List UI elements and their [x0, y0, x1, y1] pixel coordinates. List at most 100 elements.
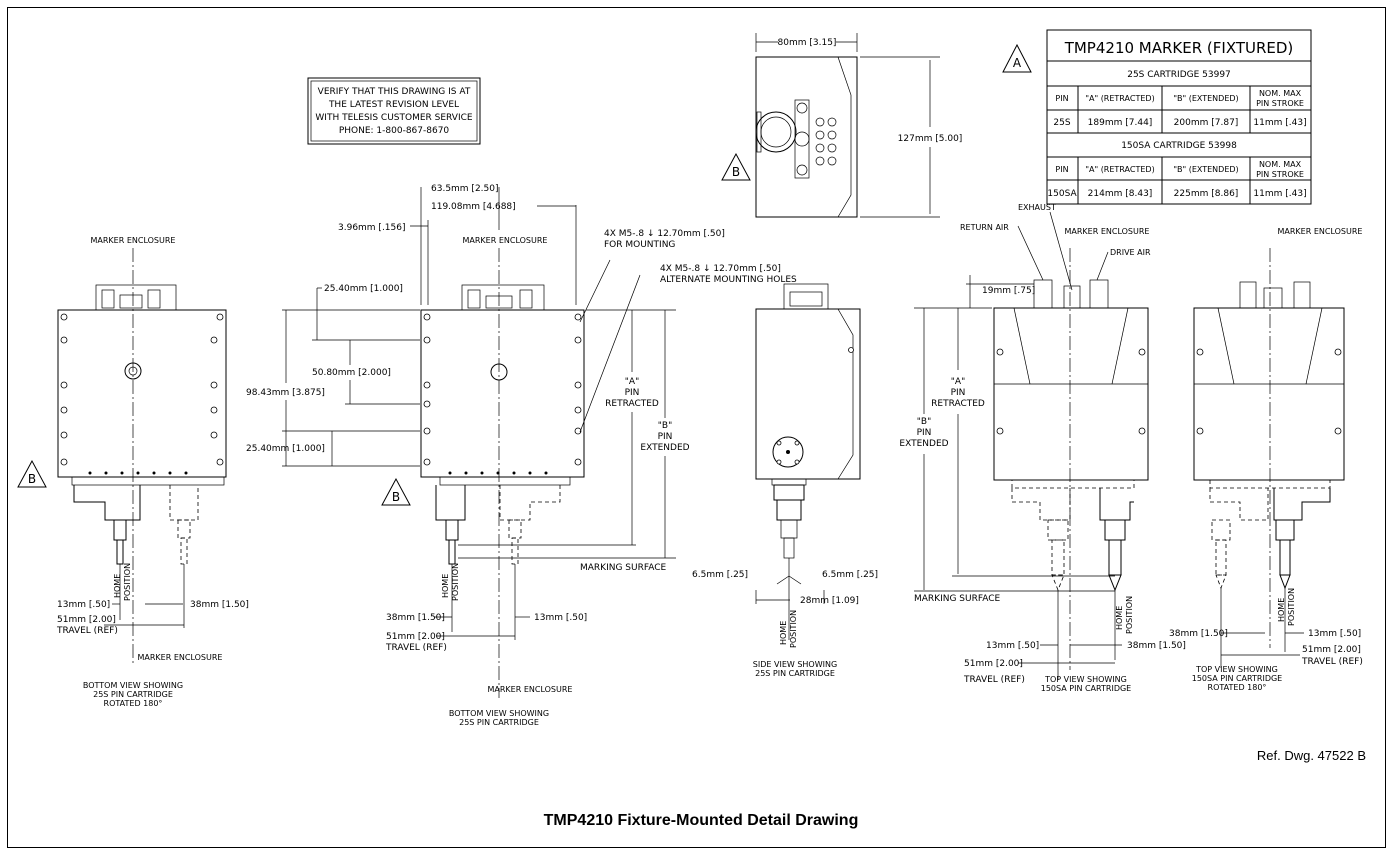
- revision-triangle-b-top: [721, 152, 751, 181]
- v4-marking-surface: MARKING SURFACE: [914, 594, 1000, 604]
- v5-dim-13: 13mm [.50]: [1308, 629, 1361, 639]
- table-row-150sa-stroke: 11mm [.43]: [1253, 189, 1306, 199]
- v1-caption-2: 25S PIN CARTRIDGE: [93, 690, 173, 699]
- v3-dim-65b: 6.5mm [.25]: [822, 570, 878, 580]
- view-top-150sa-rotated: MARKER ENCLOSURE HOME POSITION 38mm [1.5…: [1169, 227, 1363, 692]
- v1-caption-3: ROTATED 180°: [104, 699, 163, 708]
- v4-dim-38: 38mm [1.50]: [1127, 641, 1186, 651]
- v4-a-pin: "A": [951, 377, 965, 387]
- v4-dim-19: 19mm [.75]: [982, 286, 1035, 296]
- table-header-a: "A" (RETRACTED): [1085, 94, 1154, 103]
- v4-drive-air: DRIVE AIR: [1110, 248, 1151, 257]
- table-cartridge-150sa: 150SA CARTRIDGE 53998: [1121, 141, 1237, 151]
- revision-triangle-b-v1: [17, 459, 47, 488]
- v4-caption-2: 150SA PIN CARTRIDGE: [1041, 684, 1131, 693]
- v2-dim-11908: 119.08mm [4.688]: [431, 202, 516, 212]
- table-row-150sa-b: 225mm [8.86]: [1174, 189, 1239, 199]
- view-side: 6.5mm [.25] 6.5mm [.25] 28mm [1.09] HOME…: [692, 283, 878, 678]
- table-row-25s-pin: 25S: [1053, 118, 1070, 128]
- v2-caption-2: 25S PIN CARTRIDGE: [459, 718, 539, 727]
- drawing-title: TMP4210 Fixture-Mounted Detail Drawing: [544, 812, 859, 829]
- v5-centerline-label: MARKER ENCLOSURE: [1278, 227, 1363, 236]
- v4-a-pin-label: PIN: [951, 388, 966, 398]
- v4-travel: TRAVEL (REF): [963, 675, 1025, 685]
- v1-home-label: HOME: [113, 574, 122, 598]
- v4-centerline-label: MARKER ENCLOSURE: [1065, 227, 1150, 236]
- v2-home-label: HOME: [441, 574, 450, 598]
- spec-table: A TMP4210 MARKER (FIXTURED) 25S CARTRIDG…: [1002, 29, 1312, 205]
- table-row-150sa-a: 214mm [8.43]: [1088, 189, 1153, 199]
- v1-dim-13: 13mm [.50]: [57, 600, 110, 610]
- table-cartridge-25s: 25S CARTRIDGE 53997: [1127, 70, 1231, 80]
- table-header-nom-2: NOM. MAX: [1259, 160, 1302, 169]
- v1-travel: TRAVEL (REF): [56, 626, 118, 636]
- v2-marker: B: [392, 490, 400, 504]
- v2-a-pin-label: PIN: [625, 388, 640, 398]
- table-title: TMP4210 MARKER (FIXTURED): [1064, 39, 1294, 57]
- ref-drawing-number: Ref. Dwg. 47522 B: [1257, 748, 1366, 763]
- v1-caption-1: BOTTOM VIEW SHOWING: [83, 681, 183, 690]
- table-header-nom: NOM. MAX: [1259, 89, 1302, 98]
- v2-dim-2540a: 25.40mm [1.000]: [324, 284, 403, 294]
- v2-marking-surface: MARKING SURFACE: [580, 563, 666, 573]
- verify-line-1: VERIFY THAT THIS DRAWING IS AT: [318, 87, 471, 97]
- v4-position-label: POSITION: [1125, 596, 1134, 634]
- table-row-25s-a: 189mm [7.44]: [1088, 118, 1153, 128]
- v4-return-air: RETURN AIR: [960, 223, 1009, 232]
- v1-bottom-centerline-label: MARKER ENCLOSURE: [138, 653, 223, 662]
- v2-bottom-centerline-label: MARKER ENCLOSURE: [488, 685, 573, 694]
- v4-dim-13: 13mm [.50]: [986, 641, 1039, 651]
- v4-retracted: RETRACTED: [931, 399, 985, 409]
- v2-a-pin: "A": [625, 377, 639, 387]
- verify-line-2: THE LATEST REVISION LEVEL: [328, 100, 459, 110]
- revision-triangle-a: [1002, 43, 1032, 73]
- v3-caption-1: SIDE VIEW SHOWING: [753, 660, 837, 669]
- v4-b-pin-label: PIN: [917, 428, 932, 438]
- v3-position-label: POSITION: [789, 610, 798, 648]
- v2-dim-2540b: 25.40mm [1.000]: [246, 444, 325, 454]
- v5-travel: TRAVEL (REF): [1301, 657, 1363, 667]
- v1-centerline-label: MARKER ENCLOSURE: [91, 236, 176, 245]
- table-header-a-2: "A" (RETRACTED): [1085, 165, 1154, 174]
- v5-home-label: HOME: [1277, 598, 1286, 622]
- v3-dim-65a: 6.5mm [.25]: [692, 570, 748, 580]
- v4-exhaust: EXHAUST: [1018, 203, 1056, 212]
- v1-position-label: POSITION: [123, 563, 132, 601]
- v1-dim-51: 51mm [2.00]: [57, 615, 116, 625]
- v5-caption-3: ROTATED 180°: [1208, 683, 1267, 692]
- v4-home-label: HOME: [1115, 606, 1124, 630]
- verify-line-4: PHONE: 1-800-867-8670: [339, 126, 450, 136]
- table-header-stroke-2: PIN STROKE: [1256, 170, 1304, 179]
- v5-dim-51: 51mm [2.00]: [1302, 645, 1361, 655]
- v3-home-label: HOME: [779, 621, 788, 645]
- v5-position-label: POSITION: [1287, 588, 1296, 626]
- v2-travel: TRAVEL (REF): [385, 643, 447, 653]
- table-marker: A: [1013, 56, 1022, 70]
- port-grid: [815, 117, 837, 166]
- v4-caption-1: TOP VIEW SHOWING: [1044, 675, 1127, 684]
- v1-dim-38: 38mm [1.50]: [190, 600, 249, 610]
- v2-centerline-label: MARKER ENCLOSURE: [463, 236, 548, 245]
- v2-position-label: POSITION: [451, 563, 460, 601]
- v2-dim-13: 13mm [.50]: [534, 613, 587, 623]
- v4-extended: EXTENDED: [899, 439, 948, 449]
- v2-retracted: RETRACTED: [605, 399, 659, 409]
- v5-caption-1: TOP VIEW SHOWING: [1195, 665, 1278, 674]
- top-view-marker: B: [732, 165, 740, 179]
- v2-mount-holes: 4X M5-.8 ↓ 12.70mm [.50]: [604, 229, 725, 239]
- table-row-150sa-pin: 150SA: [1047, 189, 1077, 199]
- view-bottom-mounting: MARKER ENCLOSURE 63.5mm [2.50] 119.08mm …: [246, 184, 797, 727]
- table-header-pin-2: PIN: [1055, 165, 1068, 174]
- v2-b-pin-label: PIN: [658, 432, 673, 442]
- v2-alt-holes: 4X M5-.8 ↓ 12.70mm [.50]: [660, 264, 781, 274]
- v2-dim-635: 63.5mm [2.50]: [431, 184, 499, 194]
- drawing-frame: [7, 7, 1386, 848]
- view-top-150sa: MARKER ENCLOSURE EXHAUST RETURN AIR DRIV…: [899, 203, 1186, 693]
- verify-note: VERIFY THAT THIS DRAWING IS AT THE LATES…: [307, 77, 481, 145]
- table-header-pin: PIN: [1055, 94, 1068, 103]
- v4-b-pin: "B": [917, 417, 931, 427]
- v2-dim-5080: 50.80mm [2.000]: [312, 368, 391, 378]
- v2-b-pin: "B": [658, 421, 672, 431]
- v5-caption-2: 150SA PIN CARTRIDGE: [1192, 674, 1282, 683]
